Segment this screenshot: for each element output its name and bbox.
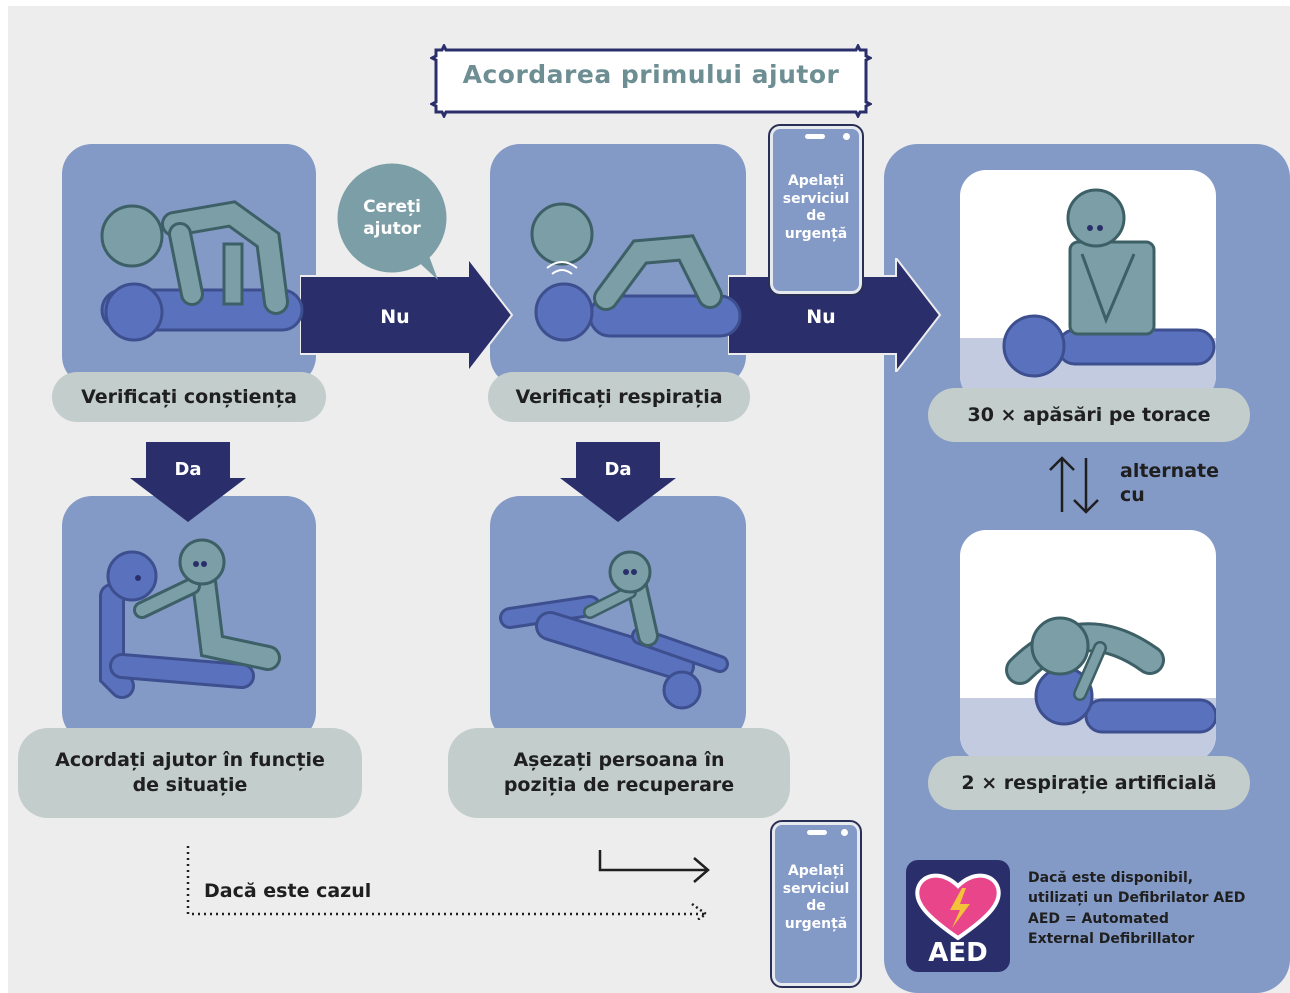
- speech-bubble: [334, 160, 450, 280]
- step-recovery-position: Așezați persoana în poziția de recuperar…: [448, 728, 790, 818]
- figure-rescue-breaths: [1005, 616, 1216, 734]
- figure-check-breathing: [530, 202, 742, 342]
- cpr-breath-panel: [960, 530, 1216, 762]
- yes-label-2: Da: [604, 459, 632, 480]
- yes-label-1: Da: [174, 459, 202, 480]
- cpr-breaths: 2 × respirație artificială: [928, 756, 1250, 810]
- phone-bottom: Apelați serviciul de urgență: [770, 820, 862, 988]
- no-label-2: Nu: [806, 306, 836, 328]
- phone-camera-icon: [843, 133, 850, 140]
- aed-note-line2: utilizați un Defibrilator AED: [1028, 890, 1246, 907]
- phone-speaker-icon: [805, 134, 825, 139]
- no-label-1: Nu: [380, 306, 410, 328]
- figure-recovery-position: [499, 550, 729, 710]
- cpr-compression-panel: [960, 170, 1216, 402]
- step-check-consciousness: Verificați conștiența: [52, 372, 326, 422]
- figure-help-situation: [99, 538, 281, 699]
- aed-note-line4: External Defibrillator: [1028, 930, 1195, 947]
- aed-badge: AED: [906, 860, 1010, 972]
- phone-top: Apelați serviciul de urgență: [768, 124, 864, 296]
- alternate-label: alternate cu: [1120, 460, 1219, 506]
- alternate-arrows-icon: [1049, 456, 1099, 514]
- yes-arrow-2: [560, 442, 676, 522]
- figure-check-consciousness: [100, 200, 304, 342]
- title-banner: [430, 44, 872, 118]
- yes-arrow-1: [130, 442, 246, 522]
- aed-badge-text: AED: [928, 938, 988, 968]
- page-title: Acordarea primului ajutor: [462, 60, 840, 89]
- step-check-breathing: Verificați respirația: [488, 372, 750, 422]
- phone-top-text: Apelați serviciul de urgență: [782, 173, 850, 242]
- bubble-text: Cereți ajutor: [363, 197, 421, 240]
- phone-speaker-icon: [807, 830, 827, 835]
- legend-if-case: Dacă este cazul: [204, 880, 372, 902]
- aed-note: Dacă este disponibil, utilizați un Defib…: [1028, 868, 1245, 949]
- figure-chest-compressions: [1002, 188, 1216, 378]
- cpr-compressions: 30 × apăsări pe torace: [928, 388, 1250, 442]
- aed-heart-icon: [915, 873, 1001, 941]
- legend-lines: [186, 846, 710, 920]
- phone-bottom-text: Apelați serviciul de urgență: [782, 863, 850, 932]
- aed-note-line1: Dacă este disponibil,: [1028, 870, 1194, 886]
- no-arrow-1: [300, 258, 514, 372]
- aed-note-line3: AED = Automated: [1028, 910, 1169, 927]
- phone-camera-icon: [841, 829, 848, 836]
- step-help-situation: Acordați ajutor în funcție de situație: [18, 728, 362, 818]
